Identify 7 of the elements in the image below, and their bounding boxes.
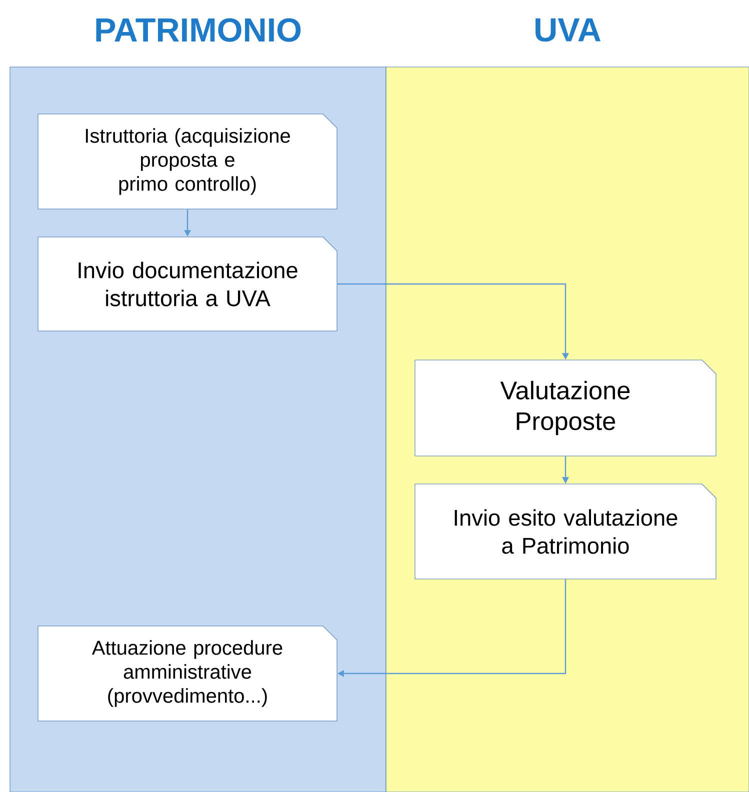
lane-heading: UVA [536,18,601,42]
document-box: Valutazione Proposte [414,360,716,456]
lane-heading: PATRIMONIO [96,18,301,42]
document-box: Invio esito valutazione a Patrimonio [414,484,716,580]
document-box: Invio documentazione istruttoria a UVA [38,236,338,332]
document-box: Istruttoria (acquisizione proposta e primo controllo) [38,114,338,210]
document-box: Attuazione procedure amministrative (provvedimento...) [38,626,338,722]
